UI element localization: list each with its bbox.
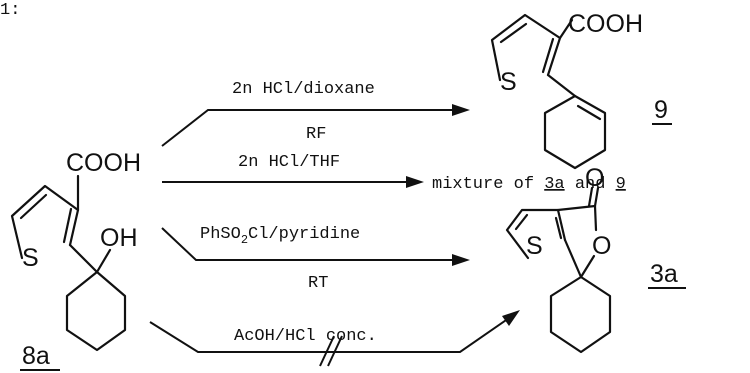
result-prefix: mixture of — [432, 175, 544, 194]
compound-label-8a: 8a — [22, 342, 50, 370]
arrowhead-2 — [406, 176, 424, 188]
thiophene-ring-8a — [10, 184, 80, 260]
compound-9: S COOH 9 — [490, 10, 672, 170]
double-bond-8a-1 — [19, 193, 48, 220]
arrowhead-3 — [452, 254, 470, 266]
lactone-bond-3 — [579, 254, 596, 279]
arrowhead-1 — [452, 104, 470, 116]
oh-bond-8a — [95, 248, 112, 274]
condition-above-3-rest: Cl/pyridine — [248, 225, 360, 244]
thiophene-ring-3a — [505, 208, 567, 260]
compound-label-3a: 3a — [650, 260, 678, 288]
arrow-path-3 — [161, 227, 455, 261]
lactone-bond-2 — [593, 204, 598, 232]
carbonyl-bond-2 — [587, 186, 594, 208]
lactone-bond-4 — [563, 238, 583, 279]
ring-link-bond-8a — [68, 243, 99, 274]
sulfur-atom-8a: S — [22, 244, 39, 272]
reaction-arrow-2: 2n HCl/THF mixture of 3a and 9 — [162, 153, 626, 194]
carbonyl-bond-1 — [593, 186, 600, 208]
condition-above-4: AcOH/HCl conc. — [234, 327, 377, 346]
condition-above-2: 2n HCl/THF — [238, 153, 340, 172]
double-bond-9-ring — [576, 104, 602, 121]
arrow-path-1 — [161, 109, 455, 147]
cooh-group-9: COOH — [568, 10, 643, 38]
condition-below-1: RF — [306, 125, 326, 144]
arrowhead-4 — [502, 310, 520, 326]
result-compound-3a: 3a — [544, 175, 564, 194]
double-bond-9-1 — [499, 22, 528, 44]
result-and: and — [565, 175, 616, 194]
ring-link-bond-9 — [546, 73, 577, 98]
reaction-arrow-4: AcOH/HCl conc. — [149, 310, 520, 367]
sulfur-atom-3a: S — [526, 232, 543, 260]
thiophene-ring-9 — [490, 13, 562, 82]
reaction-arrow-1: 2n HCl/dioxane RF — [161, 80, 470, 147]
compound-8a: S COOH OH 8a — [10, 149, 141, 371]
condition-below-3: RT — [308, 274, 328, 293]
compound-label-9: 9 — [654, 96, 668, 124]
reaction-result-2: mixture of 3a and 9 — [432, 175, 626, 194]
double-bond-3a-1 — [514, 213, 529, 231]
oh-group-8a: OH — [100, 224, 138, 252]
condition-above-3: PhSO2Cl/pyridine — [200, 225, 360, 247]
condition-above-3-sub: 2 — [241, 233, 248, 247]
carbonyl-oxygen-3a: O — [585, 164, 604, 192]
blocked-mark-2 — [327, 335, 343, 367]
sulfur-atom-9: S — [500, 68, 517, 96]
cooh-bond-9 — [558, 18, 574, 40]
double-bond-3a-2 — [554, 216, 563, 240]
arrow-path-4 — [149, 315, 513, 353]
cyclohexane-ring-8a — [65, 270, 127, 352]
condition-above-3-main: PhSO — [200, 225, 241, 244]
double-bond-8a-2 — [62, 207, 73, 244]
cyclohexene-ring-9 — [543, 94, 607, 170]
blocked-mark-1 — [319, 335, 335, 367]
ring-oxygen-3a: O — [592, 232, 611, 260]
condition-above-1: 2n HCl/dioxane — [232, 80, 375, 99]
header-fragment: 1: — [0, 1, 20, 20]
reaction-arrow-3: PhSO2Cl/pyridine RT — [161, 225, 470, 293]
double-bond-9-2 — [541, 37, 555, 74]
result-compound-9: 9 — [616, 175, 626, 194]
compound-3a: S O O 3a — [505, 164, 686, 354]
cyclohexane-ring-3a — [549, 275, 612, 354]
cooh-group-8a: COOH — [66, 149, 141, 177]
